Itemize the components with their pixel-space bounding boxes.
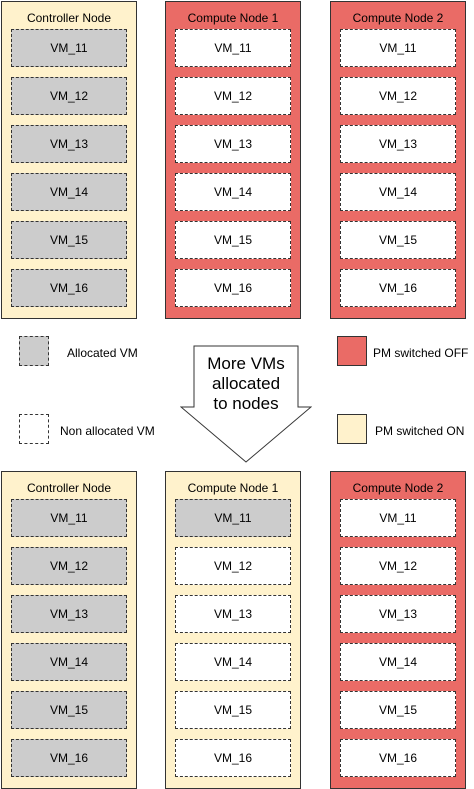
arrow-caption-line-1: More VMs: [207, 354, 285, 373]
legend-non-allocated-label: Non allocated VM: [60, 424, 155, 438]
vm-box: VM_15: [11, 691, 127, 729]
vm-box: VM_13: [340, 125, 456, 163]
vm-box: VM_15: [175, 221, 291, 259]
legend-allocated-label: Allocated VM: [67, 346, 138, 360]
vm-box: VM_16: [340, 269, 456, 307]
vm-box: VM_12: [175, 547, 291, 585]
vm-box: VM_11: [11, 29, 127, 67]
vm-box: VM_14: [175, 643, 291, 681]
vm-box: VM_14: [340, 643, 456, 681]
vm-box: VM_12: [11, 77, 127, 115]
vm-box: VM_15: [11, 221, 127, 259]
legend-allocated-swatch: [19, 336, 49, 366]
vm-box: VM_16: [11, 739, 127, 777]
node-title: Compute Node 2: [352, 11, 444, 25]
vm-box: VM_16: [175, 739, 291, 777]
arrow-caption-line-2: allocated: [211, 374, 281, 393]
vm-box: VM_11: [175, 499, 291, 537]
legend-pm-on-label: PM switched ON: [375, 424, 465, 438]
vm-box: VM_15: [175, 691, 291, 729]
node-title: Controller Node: [26, 11, 112, 25]
node-title: Compute Node 1: [187, 481, 279, 495]
node-title: Compute Node 1: [187, 11, 279, 25]
vm-box: VM_15: [340, 221, 456, 259]
vm-box: VM_16: [175, 269, 291, 307]
vm-box: VM_13: [11, 125, 127, 163]
vm-box: VM_15: [340, 691, 456, 729]
vm-box: VM_13: [175, 595, 291, 633]
vm-box: VM_16: [340, 739, 456, 777]
vm-box: VM_11: [11, 499, 127, 537]
vm-box: VM_13: [175, 125, 291, 163]
node-title: Compute Node 2: [352, 481, 444, 495]
vm-box: VM_14: [175, 173, 291, 211]
vm-box: VM_13: [340, 595, 456, 633]
vm-box: VM_14: [11, 173, 127, 211]
vm-box: VM_12: [175, 77, 291, 115]
arrow-caption-line-3: to nodes: [213, 394, 279, 413]
vm-box: VM_14: [11, 643, 127, 681]
vm-box: VM_11: [175, 29, 291, 67]
vm-box: VM_11: [340, 29, 456, 67]
legend-non-allocated-swatch: [19, 414, 49, 444]
vm-box: VM_14: [340, 173, 456, 211]
legend-pm-off-swatch: [337, 336, 367, 366]
vm-box: VM_13: [11, 595, 127, 633]
node-title: Controller Node: [26, 481, 112, 495]
vm-box: VM_16: [11, 269, 127, 307]
arrow-caption: More VMs allocated to nodes: [194, 354, 298, 414]
legend-pm-off-label: PM switched OFF: [373, 346, 469, 360]
down-arrow-icon: [180, 345, 312, 463]
legend-pm-on-swatch: [337, 414, 367, 444]
vm-box: VM_12: [340, 547, 456, 585]
vm-box: VM_12: [340, 77, 456, 115]
vm-box: VM_12: [11, 547, 127, 585]
vm-box: VM_11: [340, 499, 456, 537]
